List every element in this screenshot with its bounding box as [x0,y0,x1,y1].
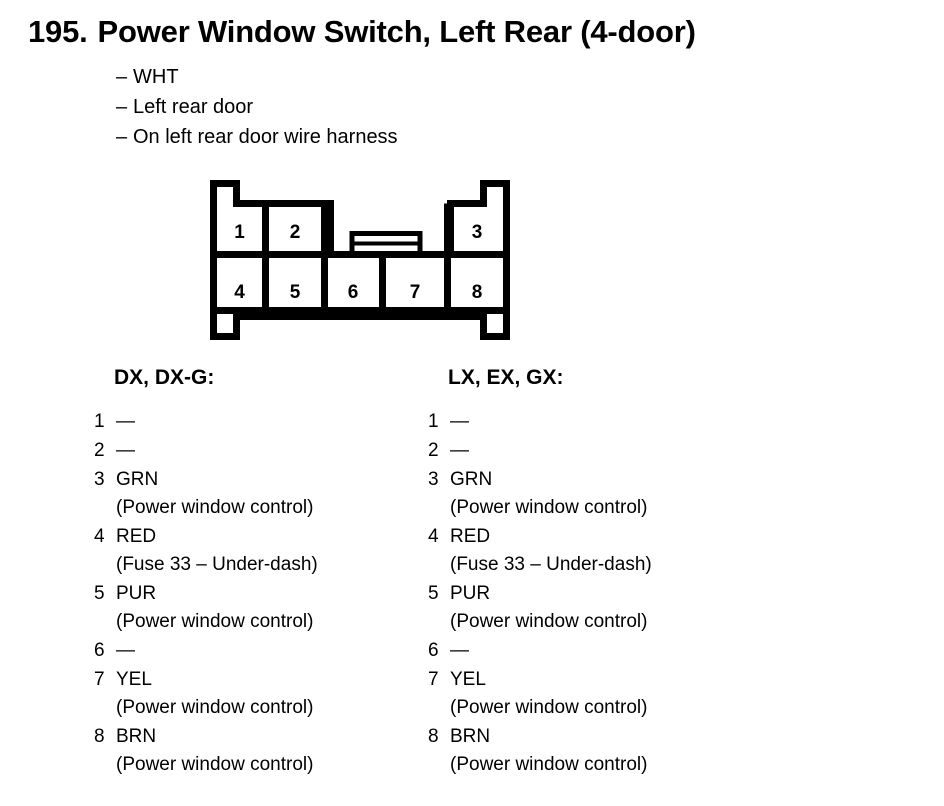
pin-index: 3 [428,469,439,490]
pin-value: YEL [116,669,152,690]
pin-entry: 4 RED (Fuse 33 – Under-dash) [428,523,778,579]
pin-entry: 1— [94,408,444,436]
pin-index: 1 [94,411,105,432]
connector-pin-label-1: 1 [234,222,245,243]
pin-index: 3 [94,469,105,490]
pin-value: GRN [450,469,493,490]
pin-value: — [450,411,469,432]
pin-entry: 3 GRN (Power window control) [428,466,778,522]
subtitle-item-harness: –On left rear door wire harness [116,122,398,152]
subtitle-item-wire-color: –WHT [116,62,398,92]
subtitle-item-label: On left rear door wire harness [133,126,398,148]
pin-entry: 3 GRN (Power window control) [94,466,444,522]
pin-description: (Power window control) [116,754,314,775]
bullet-dash-icon: – [116,96,128,118]
pin-index: 4 [94,526,105,547]
pin-index: 8 [94,726,105,747]
pin-description: (Power window control) [116,697,314,718]
pin-entry: 1— [428,408,778,436]
pin-entry: 7 YEL (Power window control) [428,666,778,722]
pin-entry: 7 YEL (Power window control) [94,666,444,722]
pin-value: GRN [116,469,159,490]
pin-index: 4 [428,526,439,547]
connector-pin-label-8: 8 [472,282,483,303]
pin-description: (Power window control) [450,611,648,632]
pin-entry: 8 BRN (Power window control) [94,723,444,779]
subtitle-item-label: WHT [133,66,179,88]
pin-index: 2 [94,440,105,461]
pin-description: (Power window control) [450,697,648,718]
pin-entry: 4 RED (Fuse 33 – Under-dash) [94,523,444,579]
pin-table-heading: DX, DX-G: [114,366,215,389]
page-title: 195. Power Window Switch, Left Rear (4-do… [28,14,696,50]
connector-pin-label-2: 2 [290,222,301,243]
pin-value: — [116,640,135,661]
locking-tab-icon [349,231,423,256]
pin-entry: 8 BRN (Power window control) [428,723,778,779]
connector-pin-label-3: 3 [472,222,483,243]
connector-pin-label-5: 5 [290,282,301,303]
connector-pin-label-7: 7 [410,282,421,303]
pin-index: 2 [428,440,439,461]
pin-description: (Fuse 33 – Under-dash) [450,554,652,575]
subtitle-item-location: –Left rear door [116,92,398,122]
connector-diagram: 1 2 3 4 5 6 7 8 [200,170,520,350]
pin-value: — [450,440,469,461]
connector-pin-label-4: 4 [234,282,245,303]
subtitle-list: –WHT –Left rear door –On left rear door … [116,62,398,152]
pin-description: (Power window control) [450,497,648,518]
pin-entry: 6— [428,637,778,665]
pin-index: 7 [94,669,105,690]
pin-value: RED [116,526,157,547]
pin-value: — [116,411,135,432]
pin-entry: 2— [94,437,444,465]
pin-value: BRN [450,726,491,747]
pin-description: (Power window control) [116,611,314,632]
pin-index: 8 [428,726,439,747]
pin-index: 6 [428,640,439,661]
page-title-text: Power Window Switch, Left Rear (4-door) [97,14,696,49]
connector-pin-label-6: 6 [348,282,359,303]
pin-value: — [450,640,469,661]
subtitle-item-label: Left rear door [133,96,254,118]
pin-entry: 6— [94,637,444,665]
pin-value: PUR [116,583,157,604]
pin-value: PUR [450,583,491,604]
pin-value: BRN [116,726,157,747]
pin-value: YEL [450,669,486,690]
pin-entry: 5 PUR (Power window control) [94,580,444,636]
pin-index: 6 [94,640,105,661]
connector-svg: 1 2 3 4 5 6 7 8 [210,180,510,340]
pin-index: 1 [428,411,439,432]
pin-index: 5 [94,583,105,604]
pin-value: RED [450,526,491,547]
pin-description: (Power window control) [116,497,314,518]
pin-description: (Power window control) [450,754,648,775]
page-title-number: 195. [28,14,88,49]
pin-index: 5 [428,583,439,604]
bullet-dash-icon: – [116,126,128,148]
pin-entry: 2— [428,437,778,465]
connector-outline-shape [210,180,510,340]
pin-entry: 5 PUR (Power window control) [428,580,778,636]
pin-value: — [116,440,135,461]
bullet-dash-icon: – [116,66,128,88]
pin-table-heading: LX, EX, GX: [448,366,564,389]
pin-index: 7 [428,669,439,690]
pin-description: (Fuse 33 – Under-dash) [116,554,318,575]
